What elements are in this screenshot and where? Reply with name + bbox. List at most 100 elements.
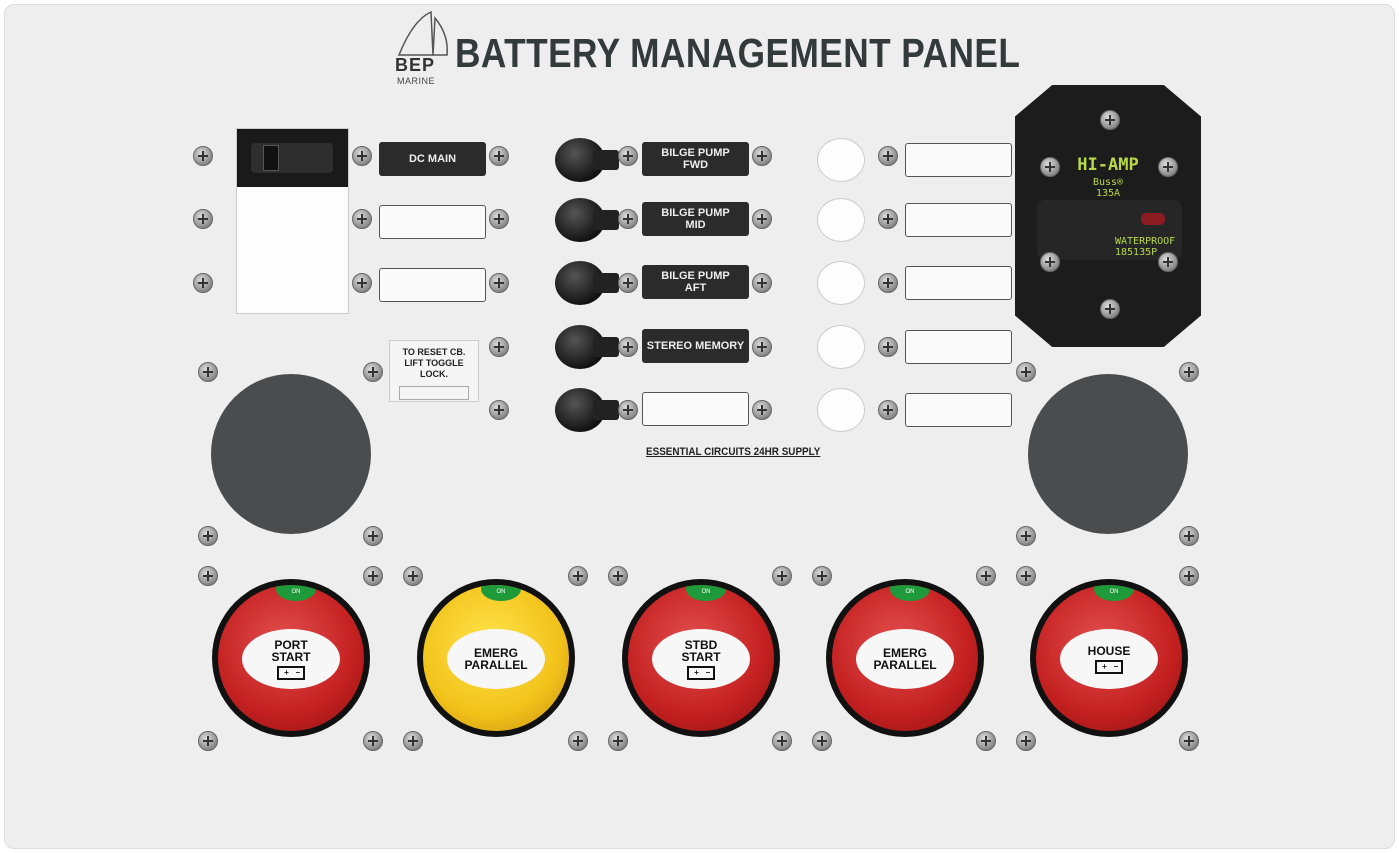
screw-icon xyxy=(193,273,213,293)
screw-icon xyxy=(363,526,383,546)
battery-icon: + − xyxy=(687,665,715,680)
screw-icon xyxy=(618,146,638,166)
screw-icon xyxy=(976,566,996,586)
spare-switch-hole xyxy=(817,325,865,369)
screw-icon xyxy=(363,566,383,586)
screw-icon xyxy=(1016,526,1036,546)
screw-icon xyxy=(568,566,588,586)
screw-icon xyxy=(352,146,372,166)
screw-icon xyxy=(363,362,383,382)
spare-switch-hole xyxy=(817,138,865,182)
screw-icon xyxy=(1040,252,1060,272)
screw-icon xyxy=(812,566,832,586)
screw-icon xyxy=(1100,299,1120,319)
screw-icon xyxy=(1040,157,1060,177)
screw-icon xyxy=(878,273,898,293)
screw-icon xyxy=(752,146,772,166)
circuit-toggle-switch[interactable] xyxy=(555,138,619,182)
circuit-toggle-switch[interactable] xyxy=(555,261,619,305)
screw-icon xyxy=(352,209,372,229)
circuit-label-blank xyxy=(642,392,749,426)
label-dc-main: DC MAIN xyxy=(379,142,486,176)
screw-icon xyxy=(1179,566,1199,586)
screw-icon xyxy=(403,566,423,586)
screw-icon xyxy=(878,337,898,357)
screw-icon xyxy=(976,731,996,751)
screw-icon xyxy=(772,566,792,586)
screw-icon xyxy=(1179,731,1199,751)
screw-icon xyxy=(489,400,509,420)
label-blank xyxy=(905,143,1012,177)
battery-icon: + − xyxy=(277,665,305,680)
screw-icon xyxy=(1158,252,1178,272)
spare-switch-hole xyxy=(817,261,865,305)
screw-icon xyxy=(878,146,898,166)
screw-icon xyxy=(198,526,218,546)
screw-icon xyxy=(193,209,213,229)
label-blank xyxy=(379,268,486,302)
screw-icon xyxy=(1179,526,1199,546)
battery-icon: + − xyxy=(1095,659,1123,674)
screw-icon xyxy=(618,273,638,293)
trip-indicator xyxy=(1141,213,1165,225)
screw-icon xyxy=(1179,362,1199,382)
screw-icon xyxy=(198,731,218,751)
screw-icon xyxy=(1158,157,1178,177)
screw-icon xyxy=(352,273,372,293)
screw-icon xyxy=(752,400,772,420)
screw-icon xyxy=(198,566,218,586)
screw-icon xyxy=(403,731,423,751)
screw-icon xyxy=(489,209,509,229)
screw-icon xyxy=(489,337,509,357)
screw-icon xyxy=(1016,566,1036,586)
screw-icon xyxy=(489,273,509,293)
screw-icon xyxy=(608,731,628,751)
screw-icon xyxy=(752,337,772,357)
screw-icon xyxy=(1100,110,1120,130)
screw-icon xyxy=(752,209,772,229)
spare-switch-hole xyxy=(817,388,865,432)
screw-icon xyxy=(878,209,898,229)
screw-icon xyxy=(489,146,509,166)
screw-icon xyxy=(752,273,772,293)
screw-icon xyxy=(1016,731,1036,751)
label-blank xyxy=(905,266,1012,300)
circuit-toggle-switch[interactable] xyxy=(555,388,619,432)
screw-icon xyxy=(193,146,213,166)
essential-circuits-caption: ESSENTIAL CIRCUITS 24HR SUPPLY xyxy=(646,446,821,458)
screw-icon xyxy=(1016,362,1036,382)
circuit-toggle-switch[interactable] xyxy=(555,198,619,242)
circuit-toggle-switch[interactable] xyxy=(555,325,619,369)
screw-icon xyxy=(618,400,638,420)
screw-icon xyxy=(198,362,218,382)
spare-switch-hole xyxy=(817,198,865,242)
label-blank xyxy=(379,205,486,239)
meter-blank-right xyxy=(1028,374,1188,534)
screw-icon xyxy=(568,731,588,751)
screw-icon xyxy=(878,400,898,420)
reset-instruction-sticker: TO RESET CB. LIFT TOGGLE LOCK. xyxy=(389,340,479,402)
label-blank xyxy=(905,330,1012,364)
panel-title: BATTERY MANAGEMENT PANEL xyxy=(455,30,1021,76)
meter-blank-left xyxy=(211,374,371,534)
screw-icon xyxy=(772,731,792,751)
screw-icon xyxy=(812,731,832,751)
bep-marine-logo: BEP MARINE xyxy=(393,10,453,88)
label-blank xyxy=(905,393,1012,427)
dc-main-breaker[interactable] xyxy=(236,128,349,314)
screw-icon xyxy=(363,731,383,751)
sail-icon xyxy=(397,10,448,56)
label-blank xyxy=(905,203,1012,237)
screw-icon xyxy=(618,209,638,229)
screw-icon xyxy=(618,337,638,357)
circuit-label: STEREO MEMORY xyxy=(642,329,749,363)
screw-icon xyxy=(608,566,628,586)
